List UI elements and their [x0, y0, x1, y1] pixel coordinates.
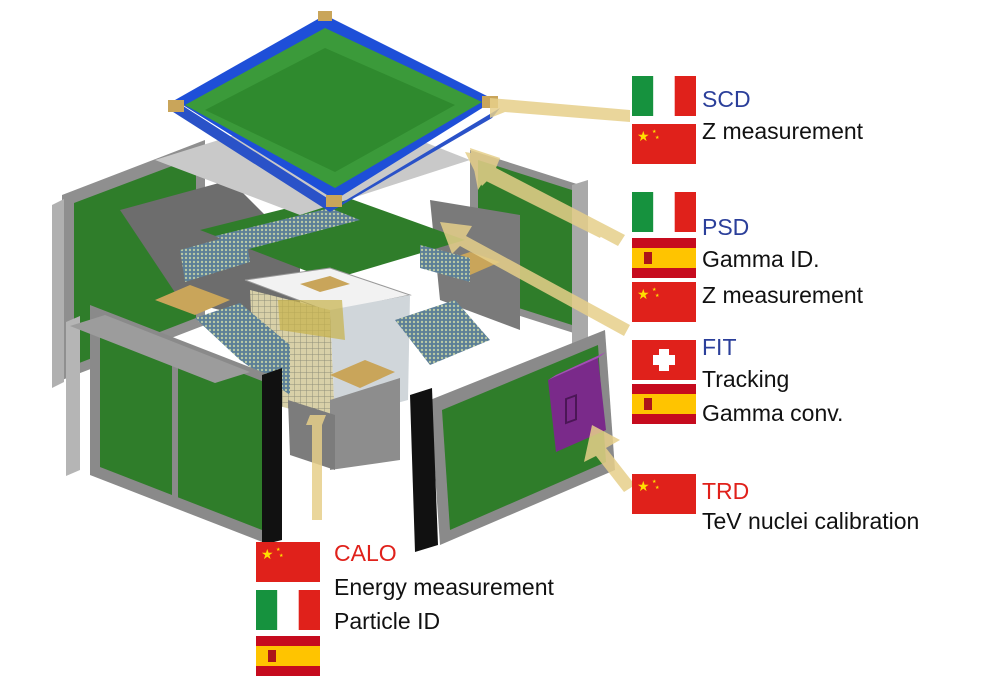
pointer-arrows	[306, 98, 635, 520]
svg-text:★: ★	[655, 135, 660, 141]
china-flag: ★★★	[632, 282, 696, 322]
svg-text:★: ★	[261, 547, 274, 563]
italy-flag	[632, 192, 696, 232]
svg-text:★: ★	[655, 293, 660, 299]
china-flag: ★★★	[632, 124, 696, 164]
trd-label: TRD	[702, 478, 750, 504]
trd-pointer-arrow	[584, 425, 635, 492]
china-flag: ★★★	[632, 474, 696, 514]
calo-label: CALO	[334, 540, 397, 566]
spain-flag	[256, 636, 320, 676]
trd-role: TeV nuclei calibration	[702, 508, 920, 534]
calo-role: Energy measurement	[334, 574, 554, 600]
fit-role: Gamma conv.	[702, 400, 844, 426]
svg-text:★: ★	[279, 553, 284, 559]
svg-text:★: ★	[652, 479, 657, 485]
italy-flag	[632, 76, 696, 116]
calo-pointer-arrow	[306, 415, 326, 520]
scd-role: Z measurement	[702, 118, 864, 144]
svg-text:★: ★	[655, 485, 660, 491]
psd-label: PSD	[702, 214, 750, 240]
italy-flag	[256, 590, 320, 630]
fit-label: FIT	[702, 334, 737, 360]
svg-text:★: ★	[652, 129, 657, 135]
fit-role: Tracking	[702, 366, 790, 392]
svg-text:★: ★	[276, 547, 281, 553]
psd-pointer-arrow	[440, 222, 630, 336]
china-flag: ★★★	[256, 542, 320, 582]
psd-role: Z measurement	[702, 282, 864, 308]
svg-text:★: ★	[637, 129, 650, 145]
switzerland-flag	[632, 340, 696, 380]
spain-flag	[632, 238, 696, 278]
scd-pointer-arrow	[490, 98, 630, 122]
svg-text:★: ★	[652, 287, 657, 293]
detector-assembly	[52, 11, 615, 552]
psd-layer	[200, 195, 465, 280]
spain-flag	[632, 384, 696, 424]
svg-text:★: ★	[637, 479, 650, 495]
psd-role: Gamma ID.	[702, 246, 820, 272]
fiber-ribbons	[180, 232, 490, 395]
scd-plate	[168, 11, 500, 212]
svg-text:★: ★	[637, 287, 650, 303]
fit-pointer-arrow	[470, 148, 606, 238]
calo-role: Particle ID	[334, 608, 441, 634]
scd-label: SCD	[702, 86, 751, 112]
